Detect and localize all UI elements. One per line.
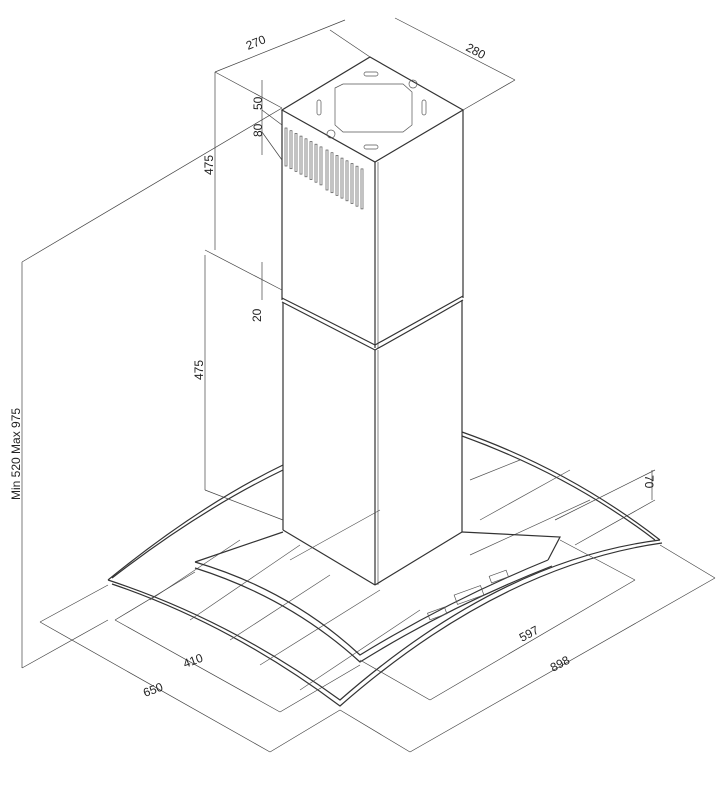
- steel-base: [194, 531, 561, 663]
- label-vent-offset: 50: [251, 96, 265, 110]
- vent-slot: [360, 168, 364, 210]
- vent-slot: [289, 130, 293, 170]
- upper-chimney: [281, 110, 464, 351]
- vent-slot: [355, 165, 359, 207]
- chimney-top: [280, 56, 465, 163]
- label-base-depth: 410: [181, 651, 205, 671]
- vent-slot: [340, 157, 344, 199]
- vent-slot: [350, 163, 354, 204]
- label-canopy-thickness: 70: [642, 475, 656, 489]
- vent-slot: [294, 133, 298, 172]
- vent-slot: [345, 160, 349, 202]
- dimension-labels: 270 280 50 80 475 20 475 Min 520 Max 975…: [9, 32, 656, 700]
- label-base-width: 597: [517, 623, 542, 645]
- label-overlap: 20: [250, 308, 264, 322]
- vent-slot: [304, 138, 308, 178]
- vent-slot: [309, 141, 313, 180]
- vent-slot: [314, 143, 318, 183]
- vent-slot: [335, 155, 339, 196]
- label-total-height: Min 520 Max 975: [9, 408, 23, 500]
- vent-slot: [325, 149, 329, 191]
- label-lower-chimney-height: 475: [192, 360, 206, 380]
- vent-slot: [319, 146, 323, 186]
- label-chimney-depth: 270: [244, 32, 268, 53]
- vent-slot: [299, 135, 303, 175]
- lower-chimney: [282, 300, 463, 586]
- label-chimney-width: 280: [464, 40, 489, 62]
- vent-slot: [284, 127, 288, 167]
- dimension-lines: [21, 17, 716, 753]
- vent-slots: [284, 127, 364, 210]
- vent-slot: [330, 152, 334, 194]
- label-upper-chimney-height: 475: [202, 155, 216, 175]
- label-vent-height: 80: [251, 123, 265, 137]
- glass-canopy: [107, 431, 663, 707]
- label-glass-depth: 650: [141, 680, 165, 700]
